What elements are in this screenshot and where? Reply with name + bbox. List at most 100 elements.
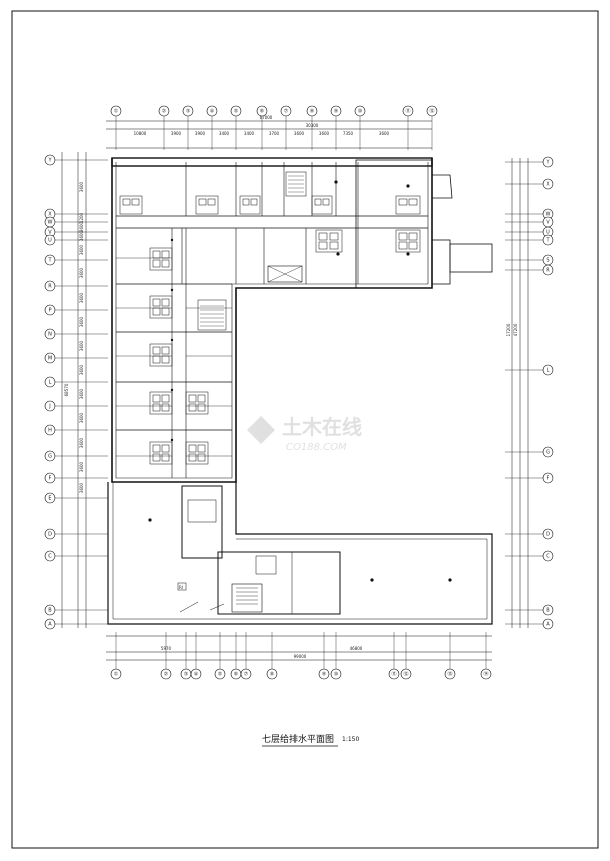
left-dim-1: 3600 [79, 181, 84, 192]
room-tag: RI [179, 585, 183, 590]
axis-right-10-label: G [546, 449, 550, 455]
left-dim-4: 3600 [79, 230, 84, 241]
axis-left-5: U [44, 234, 108, 246]
axis-left-10: M [44, 352, 108, 364]
axis-bottom-4-label: ④ [194, 671, 199, 677]
axis-bottom-11: ⑪ [388, 632, 400, 680]
left-dimension-values: 3600120036003600360036003600360036003600… [79, 181, 84, 493]
right-sub-dim: 17200 [506, 323, 511, 336]
top-sub-dim: 30300 [306, 123, 319, 128]
axis-left-15-label: F [49, 475, 52, 481]
axis-right-4-label: V [546, 219, 550, 225]
axis-right-6-label: T [545, 237, 550, 243]
axis-right-5-label: U [546, 229, 550, 235]
axis-left-7-label: R [48, 283, 52, 289]
axis-right-14: B [505, 604, 554, 616]
axis-right-13: C [505, 550, 554, 562]
left-dim-7: 3600 [79, 292, 84, 303]
axis-left-14-label: G [48, 453, 52, 459]
axis-left-4-label: V [48, 229, 52, 235]
left-dim-2: 1200 [79, 212, 84, 223]
top-dim-1: 10800 [134, 131, 147, 136]
axis-top-2: ② [158, 105, 170, 150]
axis-top-7: ⑦ [280, 105, 292, 150]
axis-bottom-14-label: ⑭ [483, 670, 488, 677]
axis-top-3-label: ③ [186, 108, 190, 114]
watermark: 土木在线 CO188.COM [247, 415, 362, 453]
axis-left-6: T [44, 254, 108, 266]
stair-treads [200, 175, 304, 327]
axis-left-5-label: U [48, 237, 52, 243]
top-dim-9: 7350 [343, 131, 354, 136]
axis-top-6-label: ⑥ [260, 108, 265, 114]
axis-top-12: ⑫ [426, 105, 438, 150]
left-dim-6: 3600 [79, 267, 84, 278]
bottom-total-dim: 99000 [294, 654, 307, 659]
axis-left-12: J [44, 400, 108, 412]
axis-right-6: T [505, 234, 554, 246]
axis-bottom-10: ⑩ [330, 632, 342, 680]
axis-left-14: G [44, 450, 108, 462]
podium-outline [107, 482, 493, 625]
axis-right-15-label: A [546, 621, 550, 627]
axis-top-3: ③ [182, 105, 194, 150]
right-total-dim: 47200 [513, 323, 518, 336]
watermark-logo-icon [247, 416, 275, 444]
axis-bottom-8: ⑧ [266, 632, 278, 680]
axis-left-9: N [44, 328, 108, 340]
axis-right-12-label: D [546, 531, 550, 537]
axis-bottom-2-label: ② [164, 671, 169, 677]
left-dim-3: 3600 [79, 221, 84, 232]
axis-right-12: D [505, 528, 554, 540]
room-tag-box [177, 582, 187, 591]
axis-bottom-1: ① [110, 632, 122, 680]
axis-top-10-label: ⑩ [358, 108, 363, 114]
axis-bottom-9: ⑨ [318, 632, 330, 680]
left-dim-11: 3600 [79, 388, 84, 399]
axis-left-17: D [44, 528, 108, 540]
axis-bottom-6-label: ⑥ [234, 671, 239, 677]
axis-bottom-3: ③ [180, 632, 192, 680]
axis-left-8: P [44, 304, 108, 316]
left-dim-8: 3600 [79, 316, 84, 327]
left-dim-12: 3600 [79, 412, 84, 423]
axis-left-13-label: H [48, 427, 52, 433]
sheet-border [11, 10, 599, 849]
axis-left-16-label: E [48, 495, 51, 501]
axis-left-17-label: D [48, 531, 52, 537]
axis-bottom-5-label: ⑤ [218, 671, 222, 677]
axis-left-19: B [44, 604, 108, 616]
axis-bottom-2: ② [160, 632, 172, 680]
axis-top-11: ⑪ [402, 105, 414, 150]
axis-bottom-6: ⑥ [230, 632, 242, 680]
axis-top-5: ⑤ [230, 105, 242, 150]
axis-top-7-label: ⑦ [284, 108, 289, 114]
axis-left-15: F [44, 472, 108, 484]
axis-bottom-9-label: ⑨ [322, 671, 326, 677]
axis-left-1: Y [44, 154, 108, 166]
axis-bottom-7-label: ⑦ [244, 671, 249, 677]
drawing-title: 七层给排水平面图 [262, 733, 334, 745]
axis-bottom-4: ④ [190, 632, 202, 680]
axis-bottom-7: ⑦ [240, 632, 252, 680]
axis-bottom-1-label: ① [114, 671, 119, 677]
axis-right-8-label: R [546, 267, 550, 273]
axis-left-20: A [44, 618, 108, 630]
axis-top-11-label: ⑪ [405, 107, 410, 114]
axis-left-9-label: N [48, 331, 52, 337]
axis-right-1: Y [505, 156, 554, 168]
top-total-dim: 67000 [260, 115, 273, 120]
axis-bottom-11-label: ⑪ [391, 670, 396, 677]
axis-top-1: ① [110, 105, 122, 150]
top-dim-5: 3400 [244, 131, 255, 136]
axis-left-4: V [44, 226, 108, 238]
axis-right-11-label: F [547, 475, 550, 481]
drawing-scale: 1:150 [342, 736, 359, 743]
axis-left-10-label: M [48, 355, 52, 361]
axis-right-15: A [505, 618, 554, 630]
axis-left-2-label: X [48, 211, 52, 217]
axis-right-14-label: B [546, 607, 550, 613]
axis-left-3: W [44, 216, 108, 228]
axis-left-6-label: T [47, 257, 52, 263]
